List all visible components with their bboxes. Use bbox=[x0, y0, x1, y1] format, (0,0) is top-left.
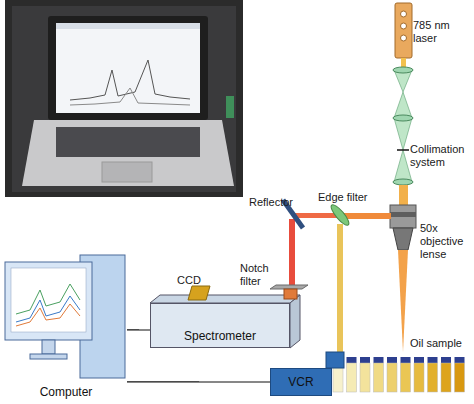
notch-filter-mount bbox=[284, 289, 297, 299]
vial bbox=[441, 363, 451, 392]
vial-cap bbox=[387, 357, 397, 363]
screen-toolbar bbox=[56, 23, 200, 29]
photo-background bbox=[5, 0, 243, 197]
scattered-beam bbox=[295, 213, 340, 218]
lens bbox=[393, 179, 413, 185]
monitor-base bbox=[30, 354, 67, 359]
monitor-frame bbox=[5, 262, 92, 340]
laser-knob bbox=[401, 11, 407, 17]
laptop-deck bbox=[22, 120, 234, 186]
vial bbox=[347, 363, 357, 392]
part-label: Edge filter bbox=[318, 191, 380, 204]
vial bbox=[455, 363, 465, 392]
monitor-screen bbox=[11, 268, 86, 332]
notch-filter-plate bbox=[270, 285, 308, 289]
vial bbox=[374, 363, 384, 392]
laptop-keyboard bbox=[56, 127, 200, 157]
lens bbox=[393, 115, 413, 121]
objective-band bbox=[390, 212, 416, 217]
laser-knob bbox=[401, 35, 407, 41]
beam-cone bbox=[394, 150, 412, 182]
vial bbox=[387, 363, 397, 392]
beam-cone bbox=[394, 92, 412, 118]
laptop-bezel bbox=[48, 16, 208, 120]
collimation-mark bbox=[397, 149, 409, 151]
vial-cap bbox=[441, 357, 451, 363]
objective-tip bbox=[393, 228, 413, 250]
screen-plot bbox=[16, 284, 80, 314]
node-label: Computer bbox=[40, 386, 93, 399]
screen-plot bbox=[16, 304, 80, 326]
imaging-beam bbox=[337, 224, 343, 354]
part-label: Reflector bbox=[249, 196, 301, 209]
edge-filter-symbol bbox=[329, 202, 352, 227]
usb-device bbox=[226, 96, 234, 118]
oil-vials bbox=[333, 357, 465, 392]
part-label: Collimation system bbox=[410, 143, 472, 169]
node-label: VCR bbox=[288, 376, 313, 389]
part-label: 785 nm laser bbox=[413, 19, 474, 45]
vial-cap bbox=[428, 357, 438, 363]
laser-beam bbox=[399, 185, 408, 205]
beam-cone bbox=[394, 118, 412, 150]
lens bbox=[393, 67, 413, 73]
cable-connector bbox=[127, 329, 150, 330]
vial-cap bbox=[360, 357, 370, 363]
screen-spectrum bbox=[70, 88, 190, 105]
vcr-box: VCR bbox=[270, 368, 332, 396]
screen-spectrum bbox=[70, 60, 190, 100]
laptop-touchpad bbox=[102, 162, 152, 182]
computer-node: Computer bbox=[5, 250, 127, 402]
vial bbox=[360, 363, 370, 392]
vial-cap bbox=[414, 357, 424, 363]
case-interior bbox=[12, 6, 236, 192]
node-label: Spectrometer bbox=[184, 330, 256, 343]
vial bbox=[428, 363, 438, 392]
vial-cap bbox=[374, 357, 384, 363]
laptop-screen bbox=[56, 23, 200, 113]
vial-cap bbox=[455, 357, 465, 363]
vial-cap bbox=[401, 357, 411, 363]
laser-body bbox=[395, 3, 412, 58]
vial bbox=[401, 363, 411, 392]
raman-beam bbox=[289, 219, 295, 289]
cable-connector bbox=[127, 381, 270, 382]
vial bbox=[414, 363, 424, 392]
part-label: Oil sample bbox=[410, 337, 472, 350]
laser-knob bbox=[401, 23, 407, 29]
part-label: Notch filter bbox=[240, 262, 280, 288]
ccd-detector bbox=[188, 286, 210, 300]
objective-lens bbox=[390, 205, 416, 228]
spectrometer-box: Spectrometer bbox=[150, 303, 290, 348]
monitor-stand bbox=[42, 340, 55, 354]
screen-plot bbox=[16, 296, 80, 322]
part-label: CCD bbox=[177, 274, 207, 287]
camera-head bbox=[326, 352, 344, 368]
spectrometer-side bbox=[290, 295, 300, 348]
scattered-beam bbox=[340, 213, 391, 219]
spectrometer-top bbox=[150, 295, 300, 303]
part-label: 50x objective lense bbox=[420, 222, 472, 261]
vial-cap bbox=[347, 357, 357, 363]
focused-beam bbox=[398, 250, 408, 352]
